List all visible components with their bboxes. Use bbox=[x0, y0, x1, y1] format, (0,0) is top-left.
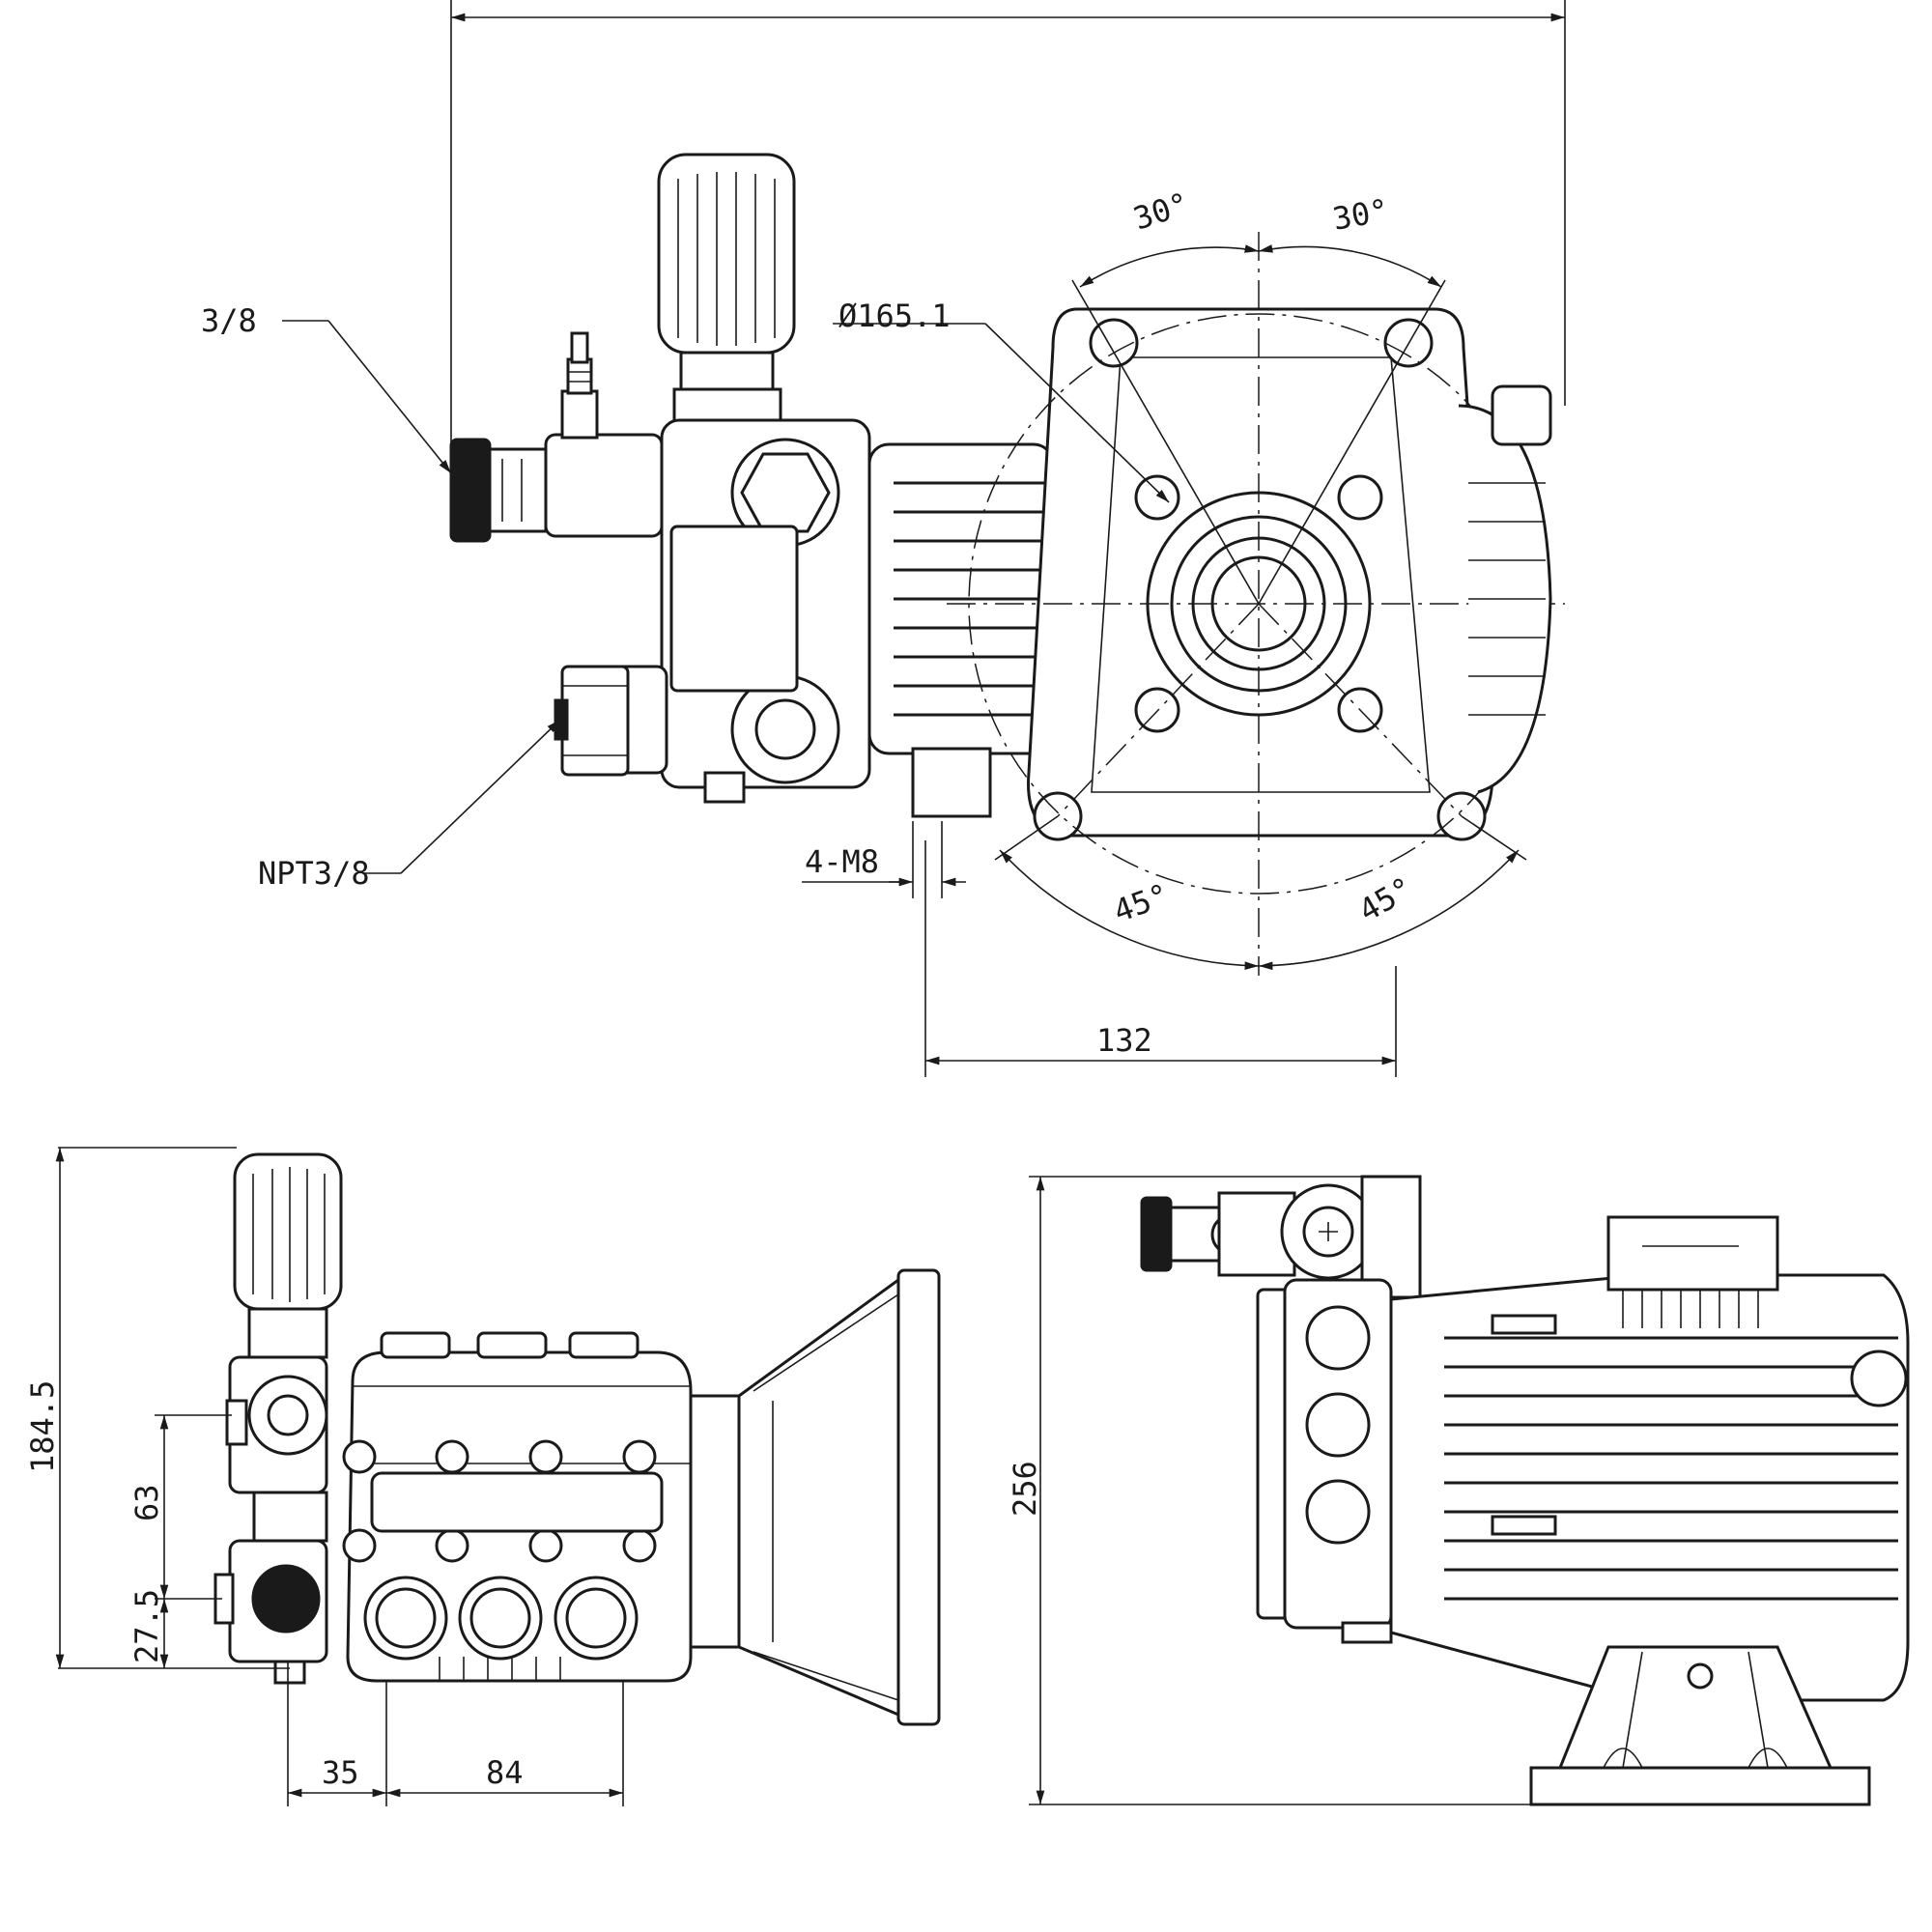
dim-184-5-label: 184.5 bbox=[24, 1380, 61, 1473]
crankcase-right bbox=[1389, 1215, 1910, 1702]
angle-top-left-label: 30° bbox=[1129, 185, 1194, 238]
dim-35-84 bbox=[287, 1662, 624, 1806]
unloader-knob-side bbox=[233, 1152, 343, 1359]
dim-256-label: 256 bbox=[1007, 1461, 1043, 1517]
dim-27-5-label: 27.5 bbox=[128, 1589, 165, 1663]
bottom-right-view: 256 bbox=[1007, 1175, 1910, 1806]
dim-84-label: 84 bbox=[486, 1754, 524, 1791]
dim-132-label: 132 bbox=[1096, 1022, 1152, 1059]
manifold-body bbox=[544, 418, 871, 804]
bottom-left-view: 184.5 63 27.5 35 84 bbox=[24, 1147, 941, 1806]
inlet-fitting bbox=[554, 665, 630, 777]
dim-63-label: 63 bbox=[128, 1484, 165, 1521]
quick-coupler-outlet bbox=[449, 438, 548, 543]
mount-bolts-label: 4-M8 bbox=[805, 843, 879, 880]
hose-barb bbox=[560, 331, 599, 440]
dim-256 bbox=[1029, 1176, 1531, 1805]
side-cover bbox=[1458, 384, 1552, 794]
unloader-knob bbox=[657, 153, 796, 425]
dim-63 bbox=[155, 1414, 232, 1600]
top-view: 3/8 Ø165.1 30° 30° 45° 45° 4-M8 NPT3/8 1… bbox=[201, 0, 1566, 1077]
angle-bottom-left-label: 45° bbox=[1109, 876, 1174, 929]
outlet-thread-label: 3/8 bbox=[201, 302, 257, 339]
angle-dimensions bbox=[994, 244, 1527, 971]
dim-4m8 bbox=[802, 821, 966, 898]
pedestal-right bbox=[1529, 1645, 1871, 1806]
crankcase-fins bbox=[867, 442, 1055, 818]
inlet-thread-label: NPT3/8 bbox=[258, 855, 370, 892]
overall-width-dimension bbox=[450, 0, 1566, 454]
pump-head-side bbox=[342, 1331, 693, 1683]
angle-top-right-label: 30° bbox=[1330, 191, 1392, 237]
angle-bottom-right-label: 45° bbox=[1352, 869, 1419, 929]
dim-184-5 bbox=[55, 1147, 290, 1669]
manifold-right bbox=[1256, 1278, 1393, 1644]
dim-132 bbox=[924, 840, 1397, 1077]
crank-housing-side bbox=[689, 1268, 941, 1726]
shaft-diameter-label: Ø165.1 bbox=[838, 298, 951, 334]
valve-body-side bbox=[213, 1355, 328, 1685]
dim-35-label: 35 bbox=[322, 1754, 359, 1791]
